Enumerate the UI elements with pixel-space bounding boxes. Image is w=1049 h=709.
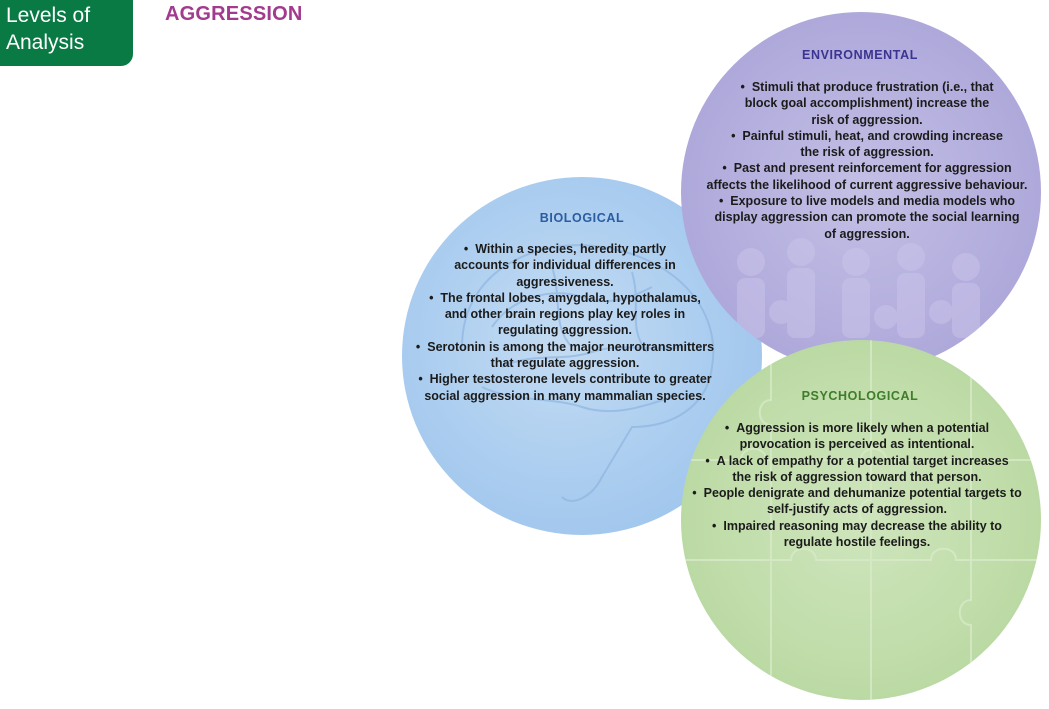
crowd-illustration <box>737 238 980 338</box>
environmental-bullets: Stimuli that produce frustration (i.e., … <box>702 79 1032 242</box>
levels-of-analysis-tab: Levels of Analysis <box>0 0 133 66</box>
psychological-bullet: Aggression is more likely when a potenti… <box>692 420 1022 453</box>
environmental-bullet: Painful stimuli, heat, and crowding incr… <box>702 128 1032 161</box>
environmental-bullet: Stimuli that produce frustration (i.e., … <box>702 79 1032 128</box>
environmental-bullet: Past and present reinforcement for aggre… <box>702 160 1032 193</box>
biological-heading: BIOLOGICAL <box>539 211 625 225</box>
biological-bullet: Serotonin is among the major neurotransm… <box>412 339 718 372</box>
biological-bullet: Within a species, heredity partly accoun… <box>412 241 718 290</box>
environmental-bullet: Exposure to live models and media models… <box>702 193 1032 242</box>
psychological-heading: PSYCHOLOGICAL <box>801 389 919 403</box>
psychological-bullet: People denigrate and dehumanize potentia… <box>692 485 1022 518</box>
environmental-heading: ENVIRONMENTAL <box>802 48 918 62</box>
page-title: AGGRESSION <box>165 3 303 25</box>
tab-line-1: Levels of <box>6 4 91 27</box>
tab-line-2: Analysis <box>6 31 85 54</box>
biological-bullet: Higher testosterone levels contribute to… <box>412 371 718 404</box>
psychological-bullet: Impaired reasoning may decrease the abil… <box>692 518 1022 551</box>
biological-bullet: The frontal lobes, amygdala, hypothalamu… <box>412 290 718 339</box>
psychological-bullets: Aggression is more likely when a potenti… <box>692 420 1022 550</box>
psychological-bullet: A lack of empathy for a potential target… <box>692 453 1022 486</box>
biological-bullets: Within a species, heredity partly accoun… <box>412 241 718 404</box>
